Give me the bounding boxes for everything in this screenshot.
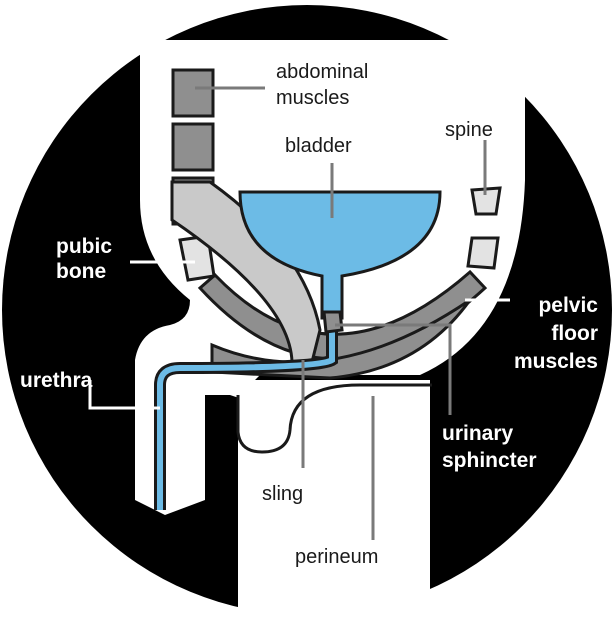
spine-vertebra-2	[468, 238, 498, 268]
pubic-bone-label-line1: pubic	[56, 235, 112, 258]
pelvic-floor-label-line2: floor	[551, 322, 598, 345]
perineum-label: perineum	[295, 546, 378, 568]
pelvic-floor-label-line1: pelvic	[538, 294, 598, 317]
abdominal-muscles-label-line2: muscles	[276, 87, 349, 109]
urinary-sphincter-shape	[324, 312, 342, 332]
pelvic-floor-label-line3: muscles	[514, 350, 598, 373]
pubic-bone-label-line2: bone	[56, 260, 106, 283]
urinary-sphincter-label-line2: sphincter	[442, 449, 537, 472]
abdominal-muscles-label-line1: abdominal	[276, 61, 368, 83]
urethra-label: urethra	[20, 369, 93, 392]
bladder-label: bladder	[285, 135, 352, 157]
sling-label: sling	[262, 483, 303, 505]
spine-label: spine	[445, 119, 493, 141]
abdominal-muscle-block-2	[173, 124, 213, 170]
urinary-sphincter-label-line1: urinary	[442, 422, 514, 445]
abdominal-muscle-block-1	[173, 70, 213, 116]
